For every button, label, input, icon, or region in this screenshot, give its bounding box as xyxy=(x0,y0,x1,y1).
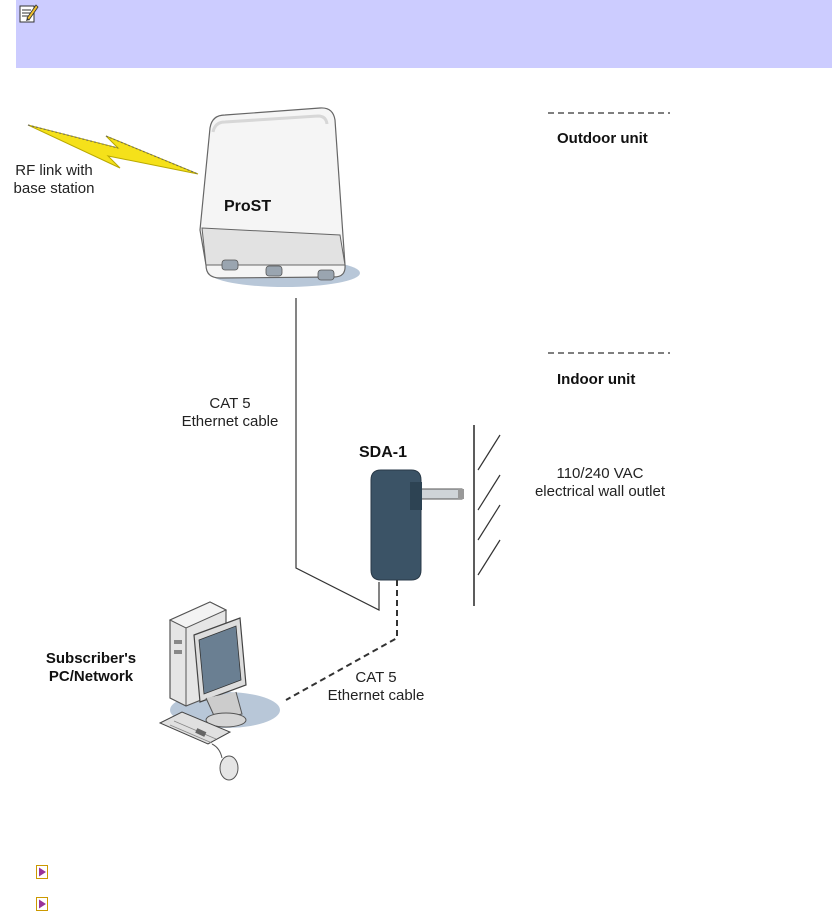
rf-link-label-line2: base station xyxy=(2,180,106,198)
subscriber-label-line2: PC/Network xyxy=(26,668,156,686)
related-links xyxy=(36,856,58,920)
network-diagram: RF link with base station ProST Outdoor … xyxy=(0,80,832,820)
cat5-top-label-line1: CAT 5 xyxy=(160,395,300,413)
sda-label: SDA-1 xyxy=(359,444,407,462)
link-item[interactable] xyxy=(36,888,58,920)
cat5-bottom-label-line2: Ethernet cable xyxy=(306,687,446,705)
cat5-bottom-label: CAT 5 Ethernet cable xyxy=(306,669,446,705)
subscriber-label-line1: Subscriber's xyxy=(26,650,156,668)
pc-computer-icon xyxy=(160,602,280,780)
sda-adapter-icon xyxy=(371,470,464,580)
wall-outlet-label-line2: electrical wall outlet xyxy=(500,483,700,501)
indoor-unit-label: Indoor unit xyxy=(557,371,635,389)
rf-link-label-line1: RF link with xyxy=(2,162,106,180)
link-item[interactable] xyxy=(36,856,58,888)
rf-link-label: RF link with base station xyxy=(2,162,106,198)
wall-outlet-label-line1: 110/240 VAC xyxy=(500,465,700,483)
arrow-bullet-icon xyxy=(36,897,48,911)
arrow-bullet-icon xyxy=(36,865,48,879)
subscriber-label: Subscriber's PC/Network xyxy=(26,650,156,686)
cat5-top-label: CAT 5 Ethernet cable xyxy=(160,395,300,431)
cat5-top-label-line2: Ethernet cable xyxy=(160,413,300,431)
prost-label: ProST xyxy=(224,198,271,216)
outdoor-unit-label: Outdoor unit xyxy=(557,130,648,148)
wall-outlet-label: 110/240 VAC electrical wall outlet xyxy=(500,465,700,501)
cat5-bottom-label-line1: CAT 5 xyxy=(306,669,446,687)
pencil-note-icon xyxy=(19,3,39,23)
note-box xyxy=(16,0,832,68)
